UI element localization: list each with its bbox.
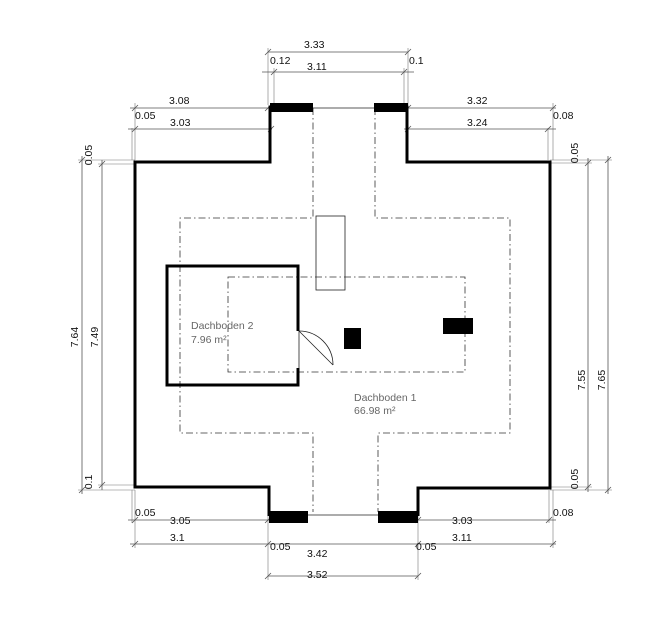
wall-segment-bottom-left [269, 511, 308, 523]
dimension-labels: 3.33 0.12 3.11 0.1 3.08 0.05 3.03 3.32 3… [69, 39, 608, 581]
dim-left-inner-height: 7.49 [89, 327, 101, 348]
outer-walls [133, 105, 552, 516]
wall-segment-bottom-right [378, 511, 418, 523]
dim-upper-left-small: 0.05 [135, 110, 156, 122]
roof-hatch [315, 215, 346, 291]
dim-bottom-right-stub: 0.05 [416, 541, 437, 553]
dim-top-right-stub: 0.1 [409, 55, 424, 67]
dim-left-outer-height: 7.64 [69, 327, 81, 348]
dachboden-2-room [165, 264, 334, 387]
dim-top-total: 3.33 [304, 39, 325, 51]
dim-right-inner-height: 7.55 [576, 370, 588, 391]
dim-upper-right-inner: 3.24 [467, 117, 488, 129]
chimney-block [344, 328, 361, 349]
room-area-dachboden-2: 7.96 m² [191, 334, 227, 346]
dim-lower-left-small: 0.05 [135, 507, 156, 519]
dim-left-top-small: 0.05 [83, 145, 95, 166]
dim-upper-left-outer: 3.08 [169, 95, 190, 107]
extension-lines [78, 48, 612, 580]
dim-left-bottom-small: 0.1 [83, 475, 95, 490]
dim-bottom-total: 3.52 [307, 569, 328, 581]
dim-lower-right-small: 0.08 [553, 507, 574, 519]
room-name-dachboden-2: Dachboden 2 [191, 320, 254, 332]
dim-lower-right-outer: 3.11 [452, 532, 472, 544]
dim-upper-right-outer: 3.32 [467, 95, 488, 107]
dim-lower-right-inner: 3.03 [452, 515, 473, 527]
dim-bottom-left-stub: 0.05 [270, 541, 291, 553]
wall-segment-top-right [374, 103, 408, 112]
dim-upper-right-small: 0.08 [553, 110, 574, 122]
vent-block [443, 318, 473, 334]
dim-upper-left-inner: 3.03 [170, 117, 191, 129]
dim-top-opening: 3.11 [307, 61, 327, 73]
dim-lower-left-inner: 3.05 [170, 515, 191, 527]
dim-lower-left-outer: 3.1 [170, 532, 185, 544]
dim-right-top-small: 0.05 [569, 143, 581, 164]
dim-bottom-opening: 3.42 [307, 548, 328, 560]
wall-openings [308, 107, 378, 516]
room-name-dachboden-1: Dachboden 1 [354, 392, 417, 404]
dimension-lines [78, 48, 612, 580]
dim-top-left-stub: 0.12 [270, 55, 291, 67]
dim-right-outer-height: 7.65 [596, 370, 608, 391]
room-area-dachboden-1: 66.98 m² [354, 405, 396, 417]
roof-outline [179, 108, 511, 512]
wall-segment-top-left [270, 103, 313, 112]
dim-right-bottom-small: 0.05 [569, 469, 581, 490]
